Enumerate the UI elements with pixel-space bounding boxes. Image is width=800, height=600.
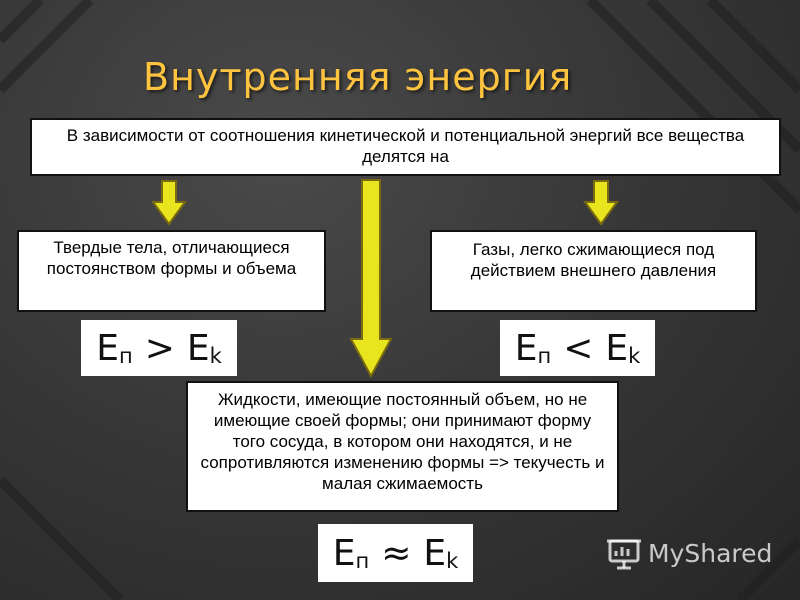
watermark-text: MyShared xyxy=(648,538,773,568)
formula-operator: < xyxy=(563,327,594,369)
formula-lhs-sub: п xyxy=(537,344,552,368)
formula-rhs: E xyxy=(605,327,629,369)
presentation-icon xyxy=(607,539,641,570)
page-title: Внутренняя энергия xyxy=(143,55,573,99)
arrow-down-middle xyxy=(349,179,393,379)
classification-box: В зависимости от соотношения кинетическо… xyxy=(30,118,781,176)
formula-rhs-sub: k xyxy=(446,549,459,573)
formula-rhs: E xyxy=(186,327,210,369)
formula-rhs-sub: k xyxy=(209,344,222,368)
formula-lhs: E xyxy=(96,327,119,369)
formula-operator: > xyxy=(144,327,175,369)
solids-box: Твердые тела, отличающиеся постоянством … xyxy=(17,230,326,312)
watermark: MyShared xyxy=(606,535,772,571)
formula-lhs-sub: п xyxy=(355,549,370,573)
liquids-box: Жидкости, имеющие постоянный объем, но н… xyxy=(186,381,619,512)
formula-lhs: E xyxy=(332,532,356,574)
formula-operator: ≈ xyxy=(381,532,412,574)
formula-lhs-sub: п xyxy=(118,344,133,368)
formula-lhs: E xyxy=(514,327,538,369)
arrow-down-left xyxy=(151,180,187,226)
formula-rhs: E xyxy=(423,532,447,574)
formula-rhs-sub: k xyxy=(628,344,641,368)
gases-box: Газы, легко сжимающиеся под действием вн… xyxy=(430,230,757,312)
arrow-down-right xyxy=(583,180,619,226)
